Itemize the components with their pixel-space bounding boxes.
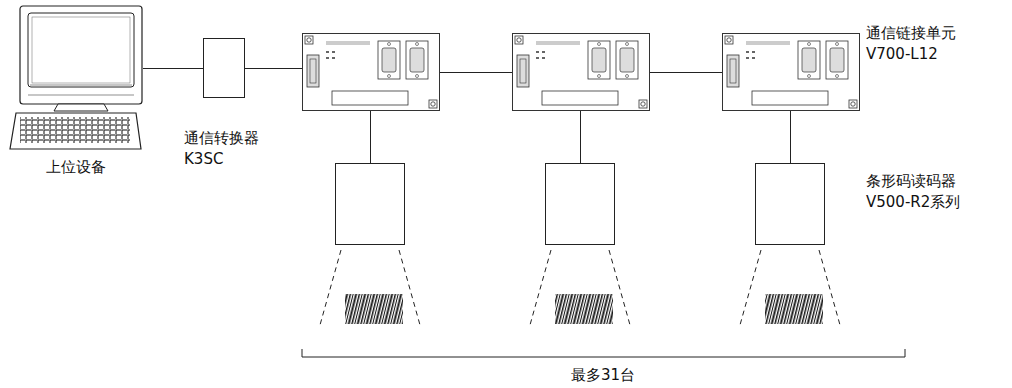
link-unit: [302, 33, 440, 111]
converter-box: [203, 38, 245, 98]
link-unit: [302, 33, 440, 111]
device-label: 通信链接单元 V700-L12: [866, 23, 966, 65]
link-unit: 通信链接单元 V700-L12: [722, 33, 860, 111]
scan-beams: [320, 250, 840, 325]
cable-line: [370, 111, 371, 163]
computer-icon: [8, 5, 143, 153]
link-unit: [512, 33, 650, 111]
range-label: 最多31台: [503, 365, 703, 385]
device-label: 通信转换器 K3SC: [184, 128, 266, 170]
link-unit: [722, 33, 860, 111]
converter: 通信转换器 K3SC: [203, 38, 245, 98]
device-label: 条形码读码器 V500-R2系列: [866, 171, 966, 213]
cable-line: [580, 111, 581, 163]
cable-line: [245, 68, 302, 69]
reader-box: [335, 163, 405, 245]
reader-box: [755, 163, 825, 245]
barcode-reader: [545, 163, 615, 245]
cable-line: [650, 72, 722, 73]
link-unit: [512, 33, 650, 111]
device-label: 上位设备: [18, 157, 133, 178]
barcodes: [345, 294, 823, 324]
cable-line: [790, 111, 791, 163]
barcode-reader: [335, 163, 405, 245]
barcode-reader: 条形码读码器 V500-R2系列: [755, 163, 825, 245]
host-device: 上位设备: [8, 5, 143, 153]
cable-line: [143, 68, 203, 69]
reader-box: [545, 163, 615, 245]
cable-line: [440, 72, 512, 73]
range-bracket: [302, 349, 905, 357]
